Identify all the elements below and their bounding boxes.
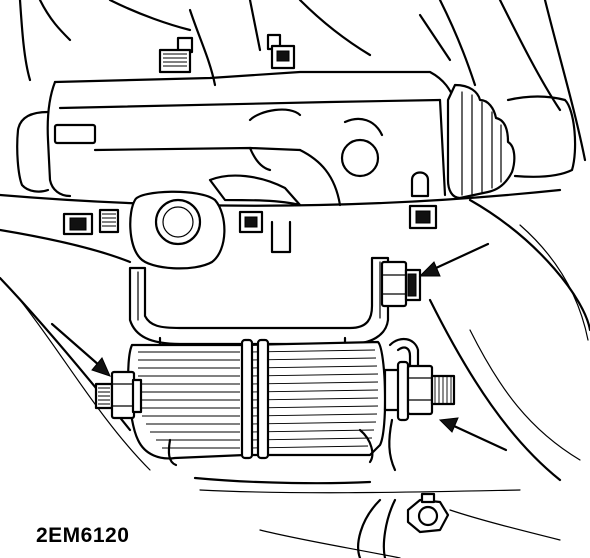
- insulator-body: [127, 338, 387, 467]
- upper-bolts: [62, 33, 438, 254]
- frame-outline: [0, 188, 590, 558]
- figure-label: 2EM6120: [36, 524, 130, 547]
- upper-right-bracket-nut: [380, 260, 422, 308]
- bushing-eye: [129, 190, 226, 270]
- arrow-upper-right-nut: [418, 242, 490, 277]
- mount-bracket: [128, 256, 390, 346]
- rubber-boot: [446, 83, 577, 200]
- bolt-mid: [238, 210, 292, 254]
- lower-frame-nut: [406, 492, 450, 534]
- bolt-left-bottom: [62, 208, 120, 236]
- bolt-top-left: [158, 36, 194, 74]
- callout-arrows: [50, 242, 508, 452]
- bolt-top-center: [266, 33, 296, 70]
- arrow-lower-right-nut: [438, 417, 508, 452]
- bolt-right: [408, 204, 438, 230]
- lower-right-isolator-nut: [383, 337, 456, 472]
- left-isolator-nut: [94, 370, 143, 420]
- arrow-left-nut: [50, 322, 111, 377]
